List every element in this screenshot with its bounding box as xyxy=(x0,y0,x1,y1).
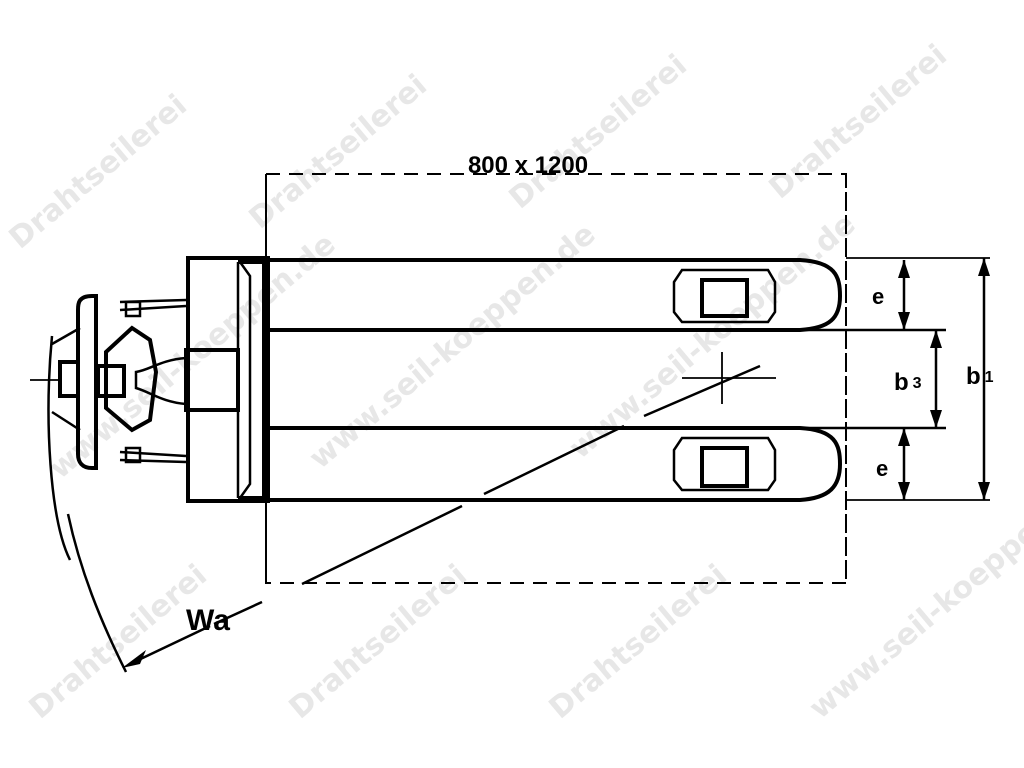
fork-lower xyxy=(266,426,843,502)
svg-text:Drahtseilerei: Drahtseilerei xyxy=(763,38,954,206)
steering-head xyxy=(30,294,240,470)
dim-wa-label: Wa xyxy=(186,604,230,637)
svg-text:Drahtseilerei: Drahtseilerei xyxy=(3,88,194,256)
svg-text:www.seil-koeppen.de: www.seil-koeppen.de xyxy=(803,467,1024,726)
svg-text:Drahtseilerei: Drahtseilerei xyxy=(503,48,694,216)
dim-e-bottom-label: e xyxy=(876,456,888,481)
fork-upper xyxy=(266,258,843,332)
pallet-size-label: 800 x 1200 xyxy=(468,152,588,179)
dim-e-bottom xyxy=(846,428,990,501)
dim-e-top-label: e xyxy=(872,284,884,309)
dim-b3 xyxy=(930,330,942,428)
turning-radius-line xyxy=(47,335,776,673)
svg-text:Drahtseilerei: Drahtseilerei xyxy=(243,68,434,236)
svg-text:www.seil-koeppen.de: www.seil-koeppen.de xyxy=(303,217,603,476)
svg-text:www.seil-koeppen.de: www.seil-koeppen.de xyxy=(43,227,343,486)
svg-text:Drahtseilerei: Drahtseilerei xyxy=(23,558,214,726)
dim-b1 xyxy=(978,258,990,500)
dim-e-top xyxy=(846,257,990,330)
